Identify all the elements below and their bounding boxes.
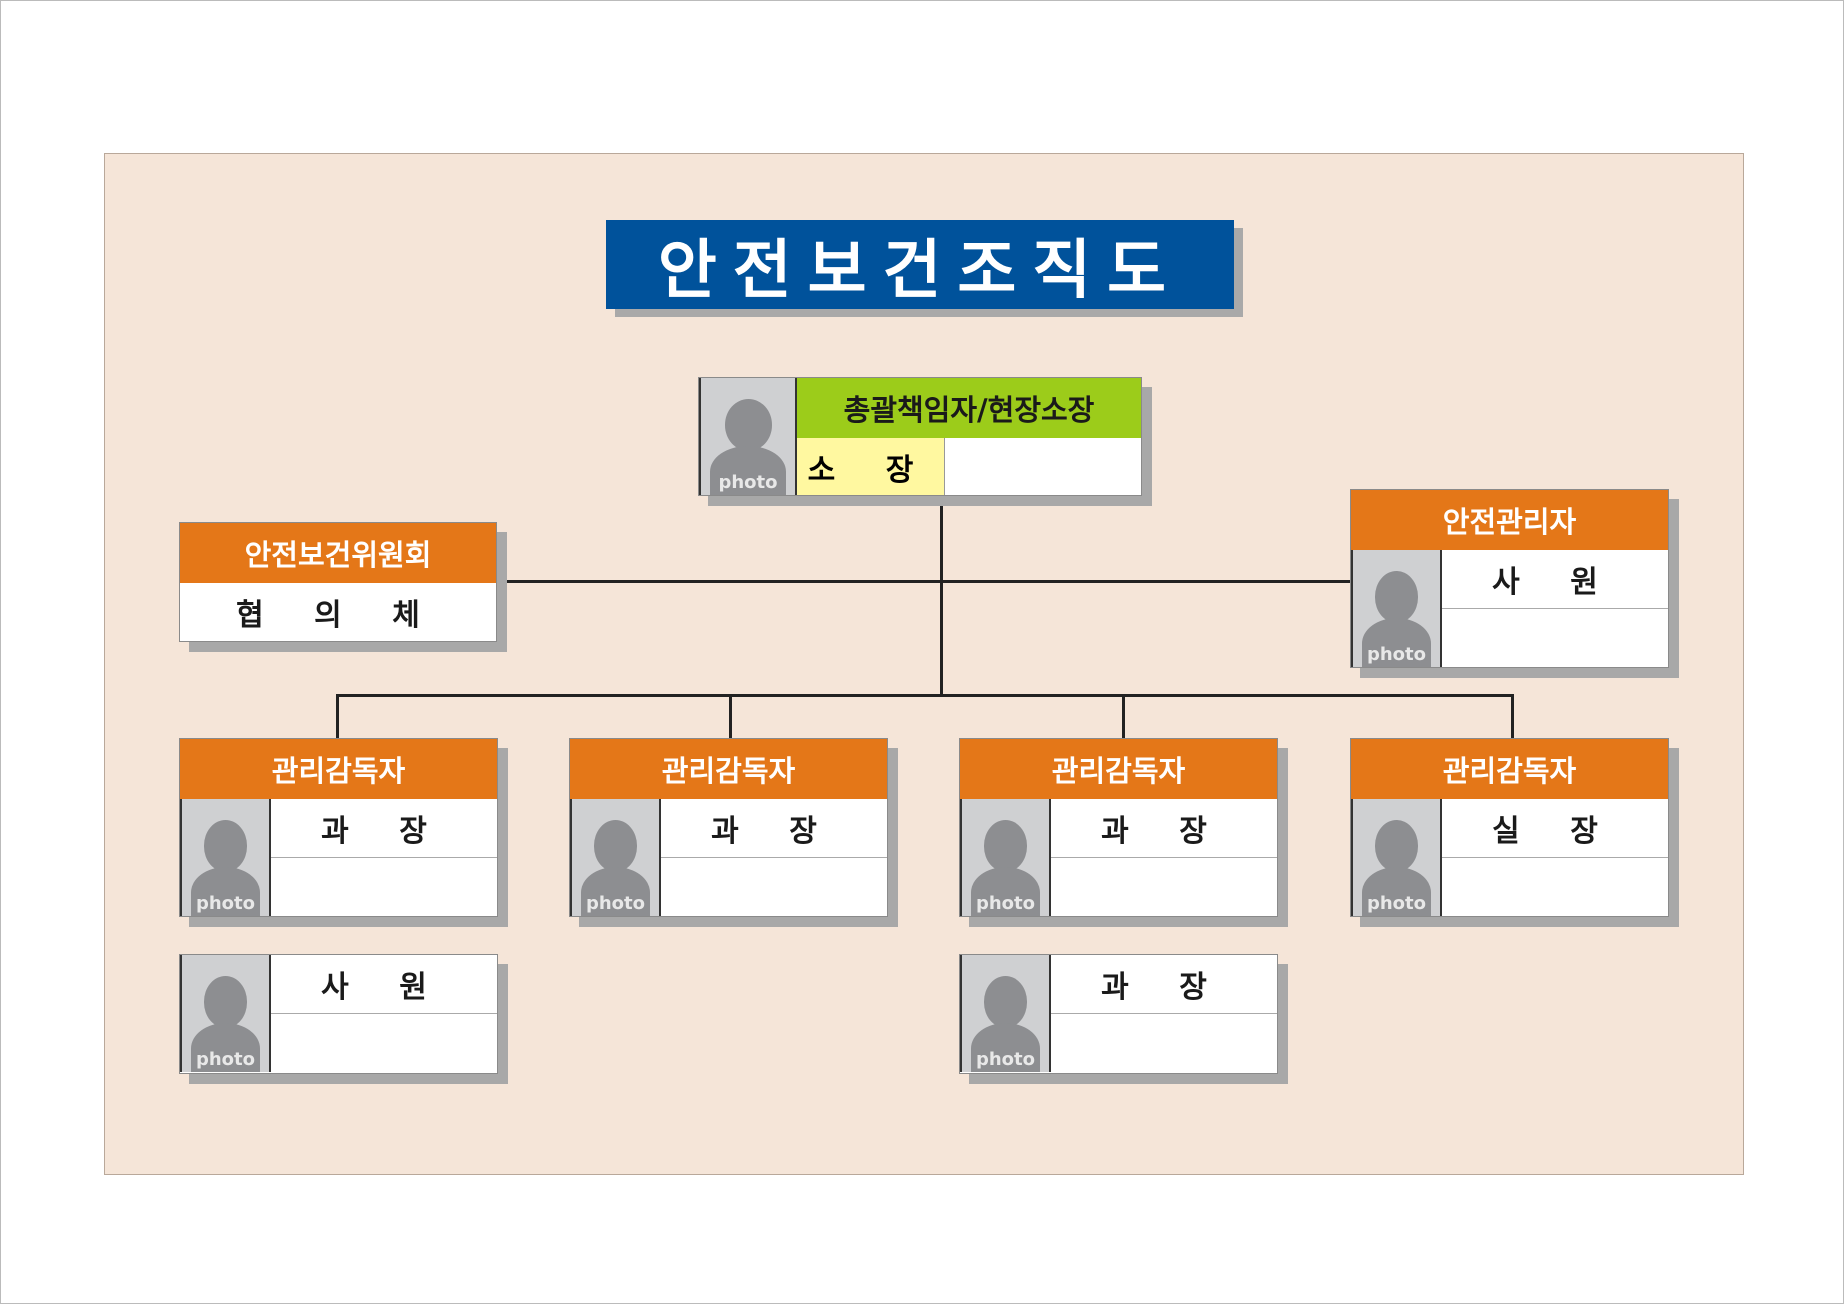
box-header: 관리감독자 [180, 739, 497, 799]
connector-line [1511, 694, 1514, 738]
staff-box: photo 과 장 [959, 954, 1278, 1074]
connector-line [940, 496, 943, 696]
supervisor-box: 관리감독자 photo 과 장 [569, 738, 888, 917]
connector-line [1122, 694, 1125, 738]
photo-placeholder-icon: photo [1351, 799, 1442, 916]
box-role: 소 장 [797, 438, 945, 495]
box-role: 과 장 [271, 799, 497, 858]
supervisor-box: 관리감독자 photo 과 장 [179, 738, 498, 917]
safety-manager-box: 안전관리자 photo 사 원 [1350, 489, 1669, 668]
photo-placeholder-icon: photo [960, 799, 1051, 916]
connector-line [497, 580, 1350, 583]
box-header: 관리감독자 [960, 739, 1277, 799]
box-header: 안전보건위원회 [180, 523, 496, 583]
box-role: 사 원 [271, 955, 497, 1014]
box-role: 과 장 [1051, 955, 1277, 1014]
staff-box: photo 사 원 [179, 954, 498, 1074]
committee-box: 안전보건위원회 협 의 체 [179, 522, 497, 642]
box-header: 안전관리자 [1351, 490, 1668, 550]
general-manager-box: photo 총괄책임자/현장소장 소 장 [698, 377, 1142, 496]
box-role: 실 장 [1442, 799, 1668, 858]
page-title: 안전보건조직도 [606, 220, 1234, 309]
box-role: 과 장 [1051, 799, 1277, 858]
photo-placeholder-icon: photo [570, 799, 661, 916]
box-role: 과 장 [661, 799, 887, 858]
connector-line [729, 694, 732, 738]
box-role: 협 의 체 [236, 598, 440, 633]
photo-placeholder-icon: photo [180, 799, 271, 916]
box-header: 총괄책임자/현장소장 [797, 378, 1141, 438]
box-header: 관리감독자 [570, 739, 887, 799]
supervisor-box: 관리감독자 photo 실 장 [1350, 738, 1669, 917]
connector-line [336, 694, 1514, 697]
photo-placeholder-icon: photo [180, 955, 271, 1072]
box-header: 관리감독자 [1351, 739, 1668, 799]
supervisor-box: 관리감독자 photo 과 장 [959, 738, 1278, 917]
photo-placeholder-icon: photo [960, 955, 1051, 1072]
box-role: 사 원 [1442, 550, 1668, 609]
photo-placeholder-icon: photo [699, 378, 797, 495]
photo-placeholder-icon: photo [1351, 550, 1442, 667]
connector-line [336, 694, 339, 738]
